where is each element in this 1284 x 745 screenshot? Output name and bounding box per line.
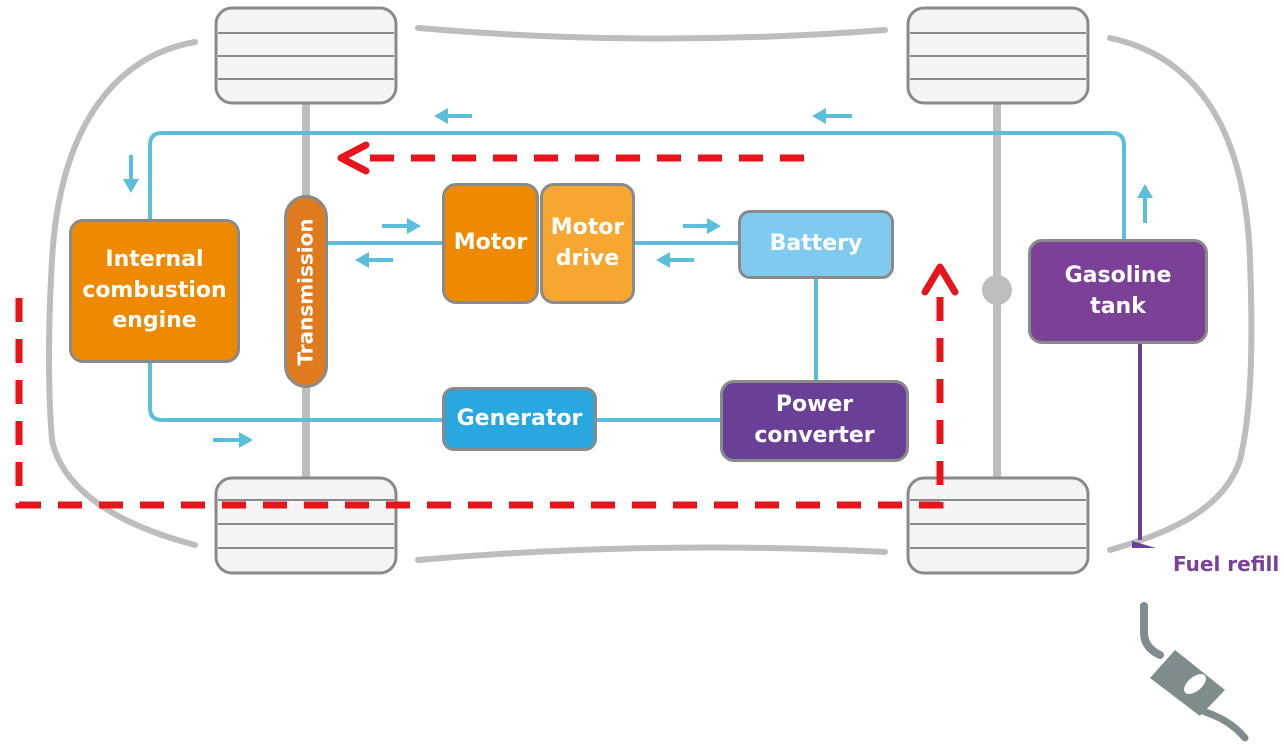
arrowhead-up: [921, 263, 959, 296]
fuel-nozzle-icon: [1140, 602, 1249, 742]
fuel-refill-label: Fuel refill: [1173, 552, 1280, 576]
power-converter-label: Power converter: [754, 392, 875, 448]
arrow-left-drive: [656, 252, 694, 268]
motor-drive-box: Motor drive: [540, 183, 635, 304]
dashed-path-arrowheads: [337, 141, 959, 296]
engine-label: Internal combustion engine: [82, 246, 227, 334]
arrow-down-engine: [123, 155, 139, 193]
gasoline-tank-box: Gasoline tank: [1028, 239, 1208, 344]
motor-label: Motor: [453, 230, 528, 256]
generator-box: Generator: [442, 387, 597, 451]
arrow-left-transmission: [355, 252, 393, 268]
wheel-rear-bottom: [906, 476, 1090, 575]
battery-box: Battery: [738, 210, 894, 279]
transmission-box: Transmission: [284, 195, 328, 388]
wheel-front-top: [214, 6, 398, 105]
rear-differential: [982, 275, 1012, 305]
arrow-right-battery: [683, 218, 721, 234]
car-body-outline: [46, 25, 1255, 563]
gasoline-tank-label: Gasoline tank: [1064, 262, 1172, 319]
energy-flow-lines: [148, 131, 1126, 422]
arrow-right-generator: [213, 432, 253, 448]
power-converter-box: Power converter: [720, 380, 909, 462]
arrowhead-left: [337, 141, 370, 175]
motor-box: Motor: [442, 183, 539, 304]
fuel-line: [1132, 344, 1156, 548]
transmission-label: Transmission: [294, 217, 319, 366]
arrow-left-top-1: [434, 108, 472, 124]
motor-drive-label: Motor drive: [550, 214, 625, 271]
arrow-right-motor: [382, 218, 421, 234]
wheel-rear-top: [906, 6, 1090, 105]
battery-label: Battery: [769, 231, 863, 257]
arrow-up-tank: [1137, 184, 1153, 223]
flow-arrows: [123, 108, 1153, 448]
internal-combustion-engine-box: Internal combustion engine: [69, 219, 240, 363]
arrow-left-top-2: [812, 108, 852, 124]
dashed-power-path: [15, 154, 944, 509]
generator-label: Generator: [456, 405, 583, 431]
wheel-front-bottom: [214, 476, 398, 575]
